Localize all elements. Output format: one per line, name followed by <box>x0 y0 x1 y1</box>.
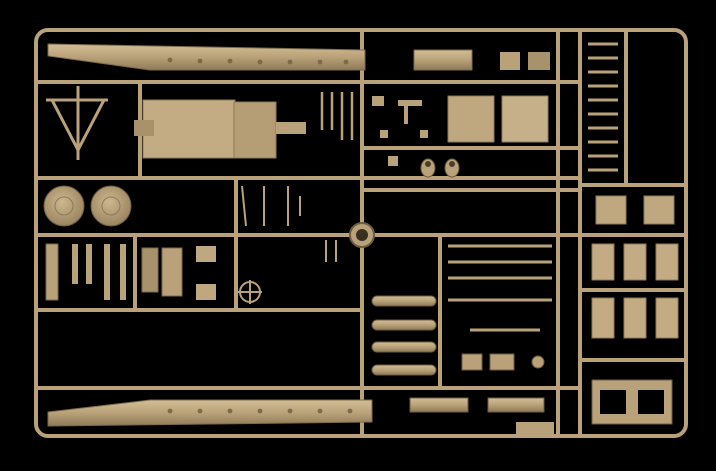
vertical-bars-lower <box>51 318 346 382</box>
wheels <box>43 185 132 227</box>
right-panels <box>591 195 679 339</box>
small-rods-upper <box>320 92 354 140</box>
left-panels <box>45 243 216 301</box>
deck-plate <box>134 99 306 159</box>
hatch-frame <box>591 379 673 425</box>
right-column-shells <box>634 41 682 173</box>
beam-bottom <box>47 399 373 427</box>
crosshair-part <box>238 280 262 304</box>
beam-top <box>47 43 366 71</box>
small-fittings <box>372 96 428 138</box>
triangle-part <box>46 86 108 160</box>
cylinders <box>371 295 437 376</box>
hub-ring <box>349 222 375 248</box>
top-block <box>413 49 550 71</box>
sprue-frame <box>34 28 688 438</box>
thin-rods-center <box>241 185 337 262</box>
right-column-parts <box>588 42 618 172</box>
square-plates <box>447 95 549 143</box>
canisters <box>461 353 545 371</box>
horizontal-rods <box>448 244 552 332</box>
bottom-blocks <box>409 397 554 434</box>
cup-parts <box>388 156 460 178</box>
pin-row <box>369 196 551 228</box>
